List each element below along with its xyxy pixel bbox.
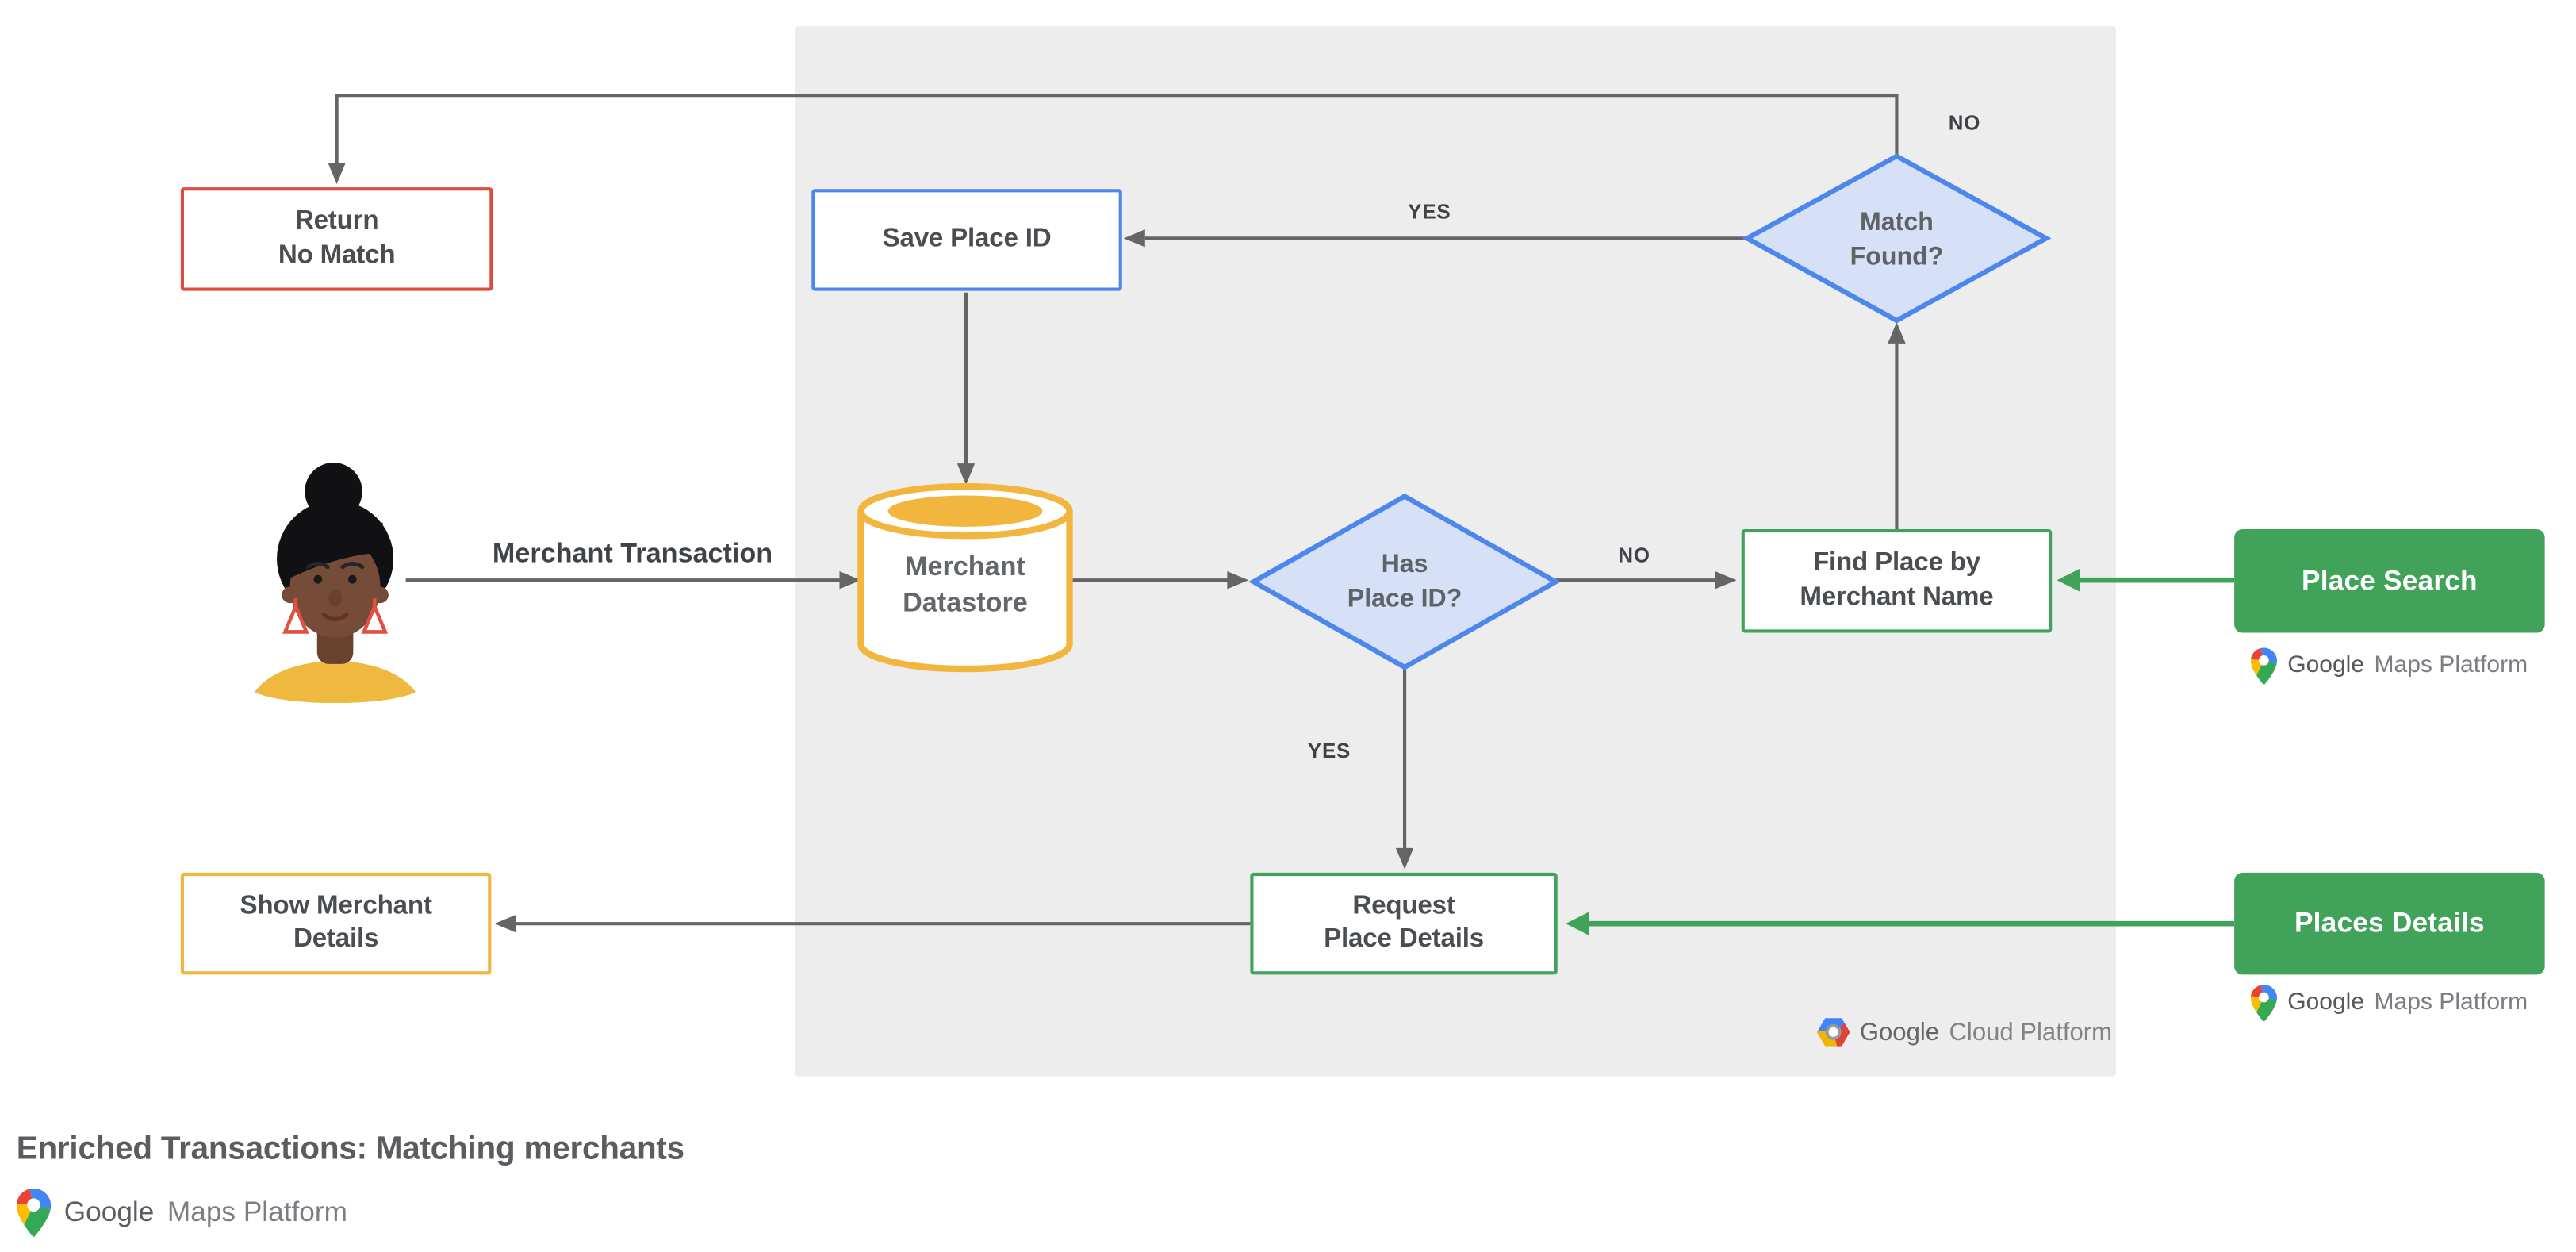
node-label-line: Return	[294, 207, 379, 236]
node-label-line: Save Place ID	[882, 225, 1052, 253]
edge-label-no-match: NO	[1948, 111, 1981, 135]
label-has-place-id: Has Place ID?	[1257, 546, 1553, 618]
gmp-brand-place-search: Google Maps Platform	[2234, 644, 2545, 687]
gmp-brand-places-details: Google Maps Platform	[2234, 981, 2545, 1024]
cylinder-body	[857, 511, 1073, 673]
avatar-hair-bun	[305, 463, 362, 520]
label-merchant-transaction: Merchant Transaction	[492, 539, 773, 569]
places-details-label: Places Details	[2294, 907, 2485, 939]
arrowhead	[839, 571, 861, 590]
gmp-wordmark-google: Google	[2287, 652, 2365, 679]
cylinder-top-inner	[887, 495, 1043, 527]
green-arrowheads	[1566, 568, 2080, 935]
avatar-shoulders	[255, 661, 416, 704]
node-label-line: Place Details	[1324, 925, 1484, 954]
label-merchant-datastore: Merchant Datastore	[864, 549, 1067, 623]
avatar-nose	[328, 590, 342, 607]
green-connectors	[1586, 577, 2235, 927]
person-avatar	[255, 463, 416, 704]
node-label-line: Merchant Name	[1800, 582, 1994, 611]
avatar-brow-left	[305, 562, 330, 570]
node-show-merchant-details: Show Merchant Details	[180, 872, 492, 975]
earring-triangle-right	[361, 601, 389, 634]
arrowhead	[956, 463, 976, 486]
gmp-wordmark-rest: Maps Platform	[2374, 652, 2528, 679]
node-return-no-match: Return No Match	[180, 187, 493, 291]
gmp-brand-footer: Google Maps Platform	[16, 1187, 347, 1239]
gcp-brand: Google Cloud Platform	[1817, 1012, 2112, 1052]
label-match-found: Match Found?	[1748, 204, 2045, 276]
node-label-line: No Match	[278, 240, 396, 269]
arrowhead	[1123, 229, 1145, 248]
avatar-mouth	[321, 613, 349, 621]
edge-label-yes-match: YES	[1408, 200, 1451, 224]
gmp-wordmark-google: Google	[2287, 989, 2365, 1016]
node-label-line: Details	[293, 925, 379, 954]
arrowhead	[2057, 568, 2080, 592]
google-cloud-hexagon-icon	[1817, 1018, 1850, 1047]
diamond-match-found	[1742, 153, 2052, 324]
places-details-card: Places Details	[2234, 872, 2545, 975]
node-label-line: Show Merchant	[240, 891, 432, 920]
edge-label-yes-has: YES	[1307, 739, 1351, 763]
arrowhead	[1888, 322, 1906, 344]
node-save-place-id: Save Place ID	[811, 189, 1122, 291]
earring-triangle-left	[282, 601, 309, 634]
google-maps-pin-icon	[2251, 647, 2278, 685]
google-maps-pin-icon	[2251, 984, 2278, 1022]
diamond-label-line: Match	[1860, 209, 1934, 237]
node-label-line: Find Place by	[1812, 548, 1980, 578]
arrowhead	[328, 163, 346, 184]
arrowhead	[1227, 571, 1249, 590]
place-search-card: Place Search	[2234, 529, 2545, 633]
gmp-wordmark-rest: Maps Platform	[167, 1196, 347, 1228]
node-label-line: Request	[1352, 891, 1455, 920]
arrowhead	[494, 914, 516, 933]
avatar-eye-right	[347, 574, 357, 584]
arrowhead	[1715, 571, 1737, 590]
diamond-label-line: Found?	[1850, 243, 1944, 271]
database-cylinder-icon	[857, 482, 1073, 673]
diamond-has-place-id	[1248, 494, 1561, 670]
avatar-eye-left	[313, 574, 323, 584]
edge-label-no-has: NO	[1618, 543, 1650, 567]
google-maps-pin-icon	[16, 1188, 52, 1238]
diagram-title: Enriched Transactions: Matching merchant…	[16, 1131, 684, 1167]
gcp-wordmark-google: Google	[1859, 1018, 1940, 1047]
arrowhead	[1395, 847, 1414, 870]
gray-connectors	[335, 94, 1899, 926]
gmp-wordmark-rest: Maps Platform	[2374, 989, 2528, 1016]
arrowhead	[1566, 912, 1589, 935]
cylinder-label-line: Datastore	[903, 587, 1028, 617]
cylinder-label-line: Merchant	[904, 552, 1025, 582]
edge-matchfound-no	[335, 94, 1899, 168]
node-request-place-details: Request Place Details	[1250, 872, 1558, 975]
node-find-place-by-merchant-name: Find Place by Merchant Name	[1741, 529, 2053, 633]
avatar-earrings	[282, 597, 389, 634]
diamond-label-line: Has	[1381, 550, 1428, 579]
gray-arrowheads	[328, 163, 1906, 933]
diamond-label-line: Place ID?	[1347, 585, 1462, 613]
gmp-wordmark-google: Google	[63, 1196, 155, 1228]
place-search-label: Place Search	[2302, 564, 2478, 596]
gcp-wordmark-rest: Cloud Platform	[1949, 1018, 2113, 1047]
avatar-brow-right	[340, 562, 365, 570]
